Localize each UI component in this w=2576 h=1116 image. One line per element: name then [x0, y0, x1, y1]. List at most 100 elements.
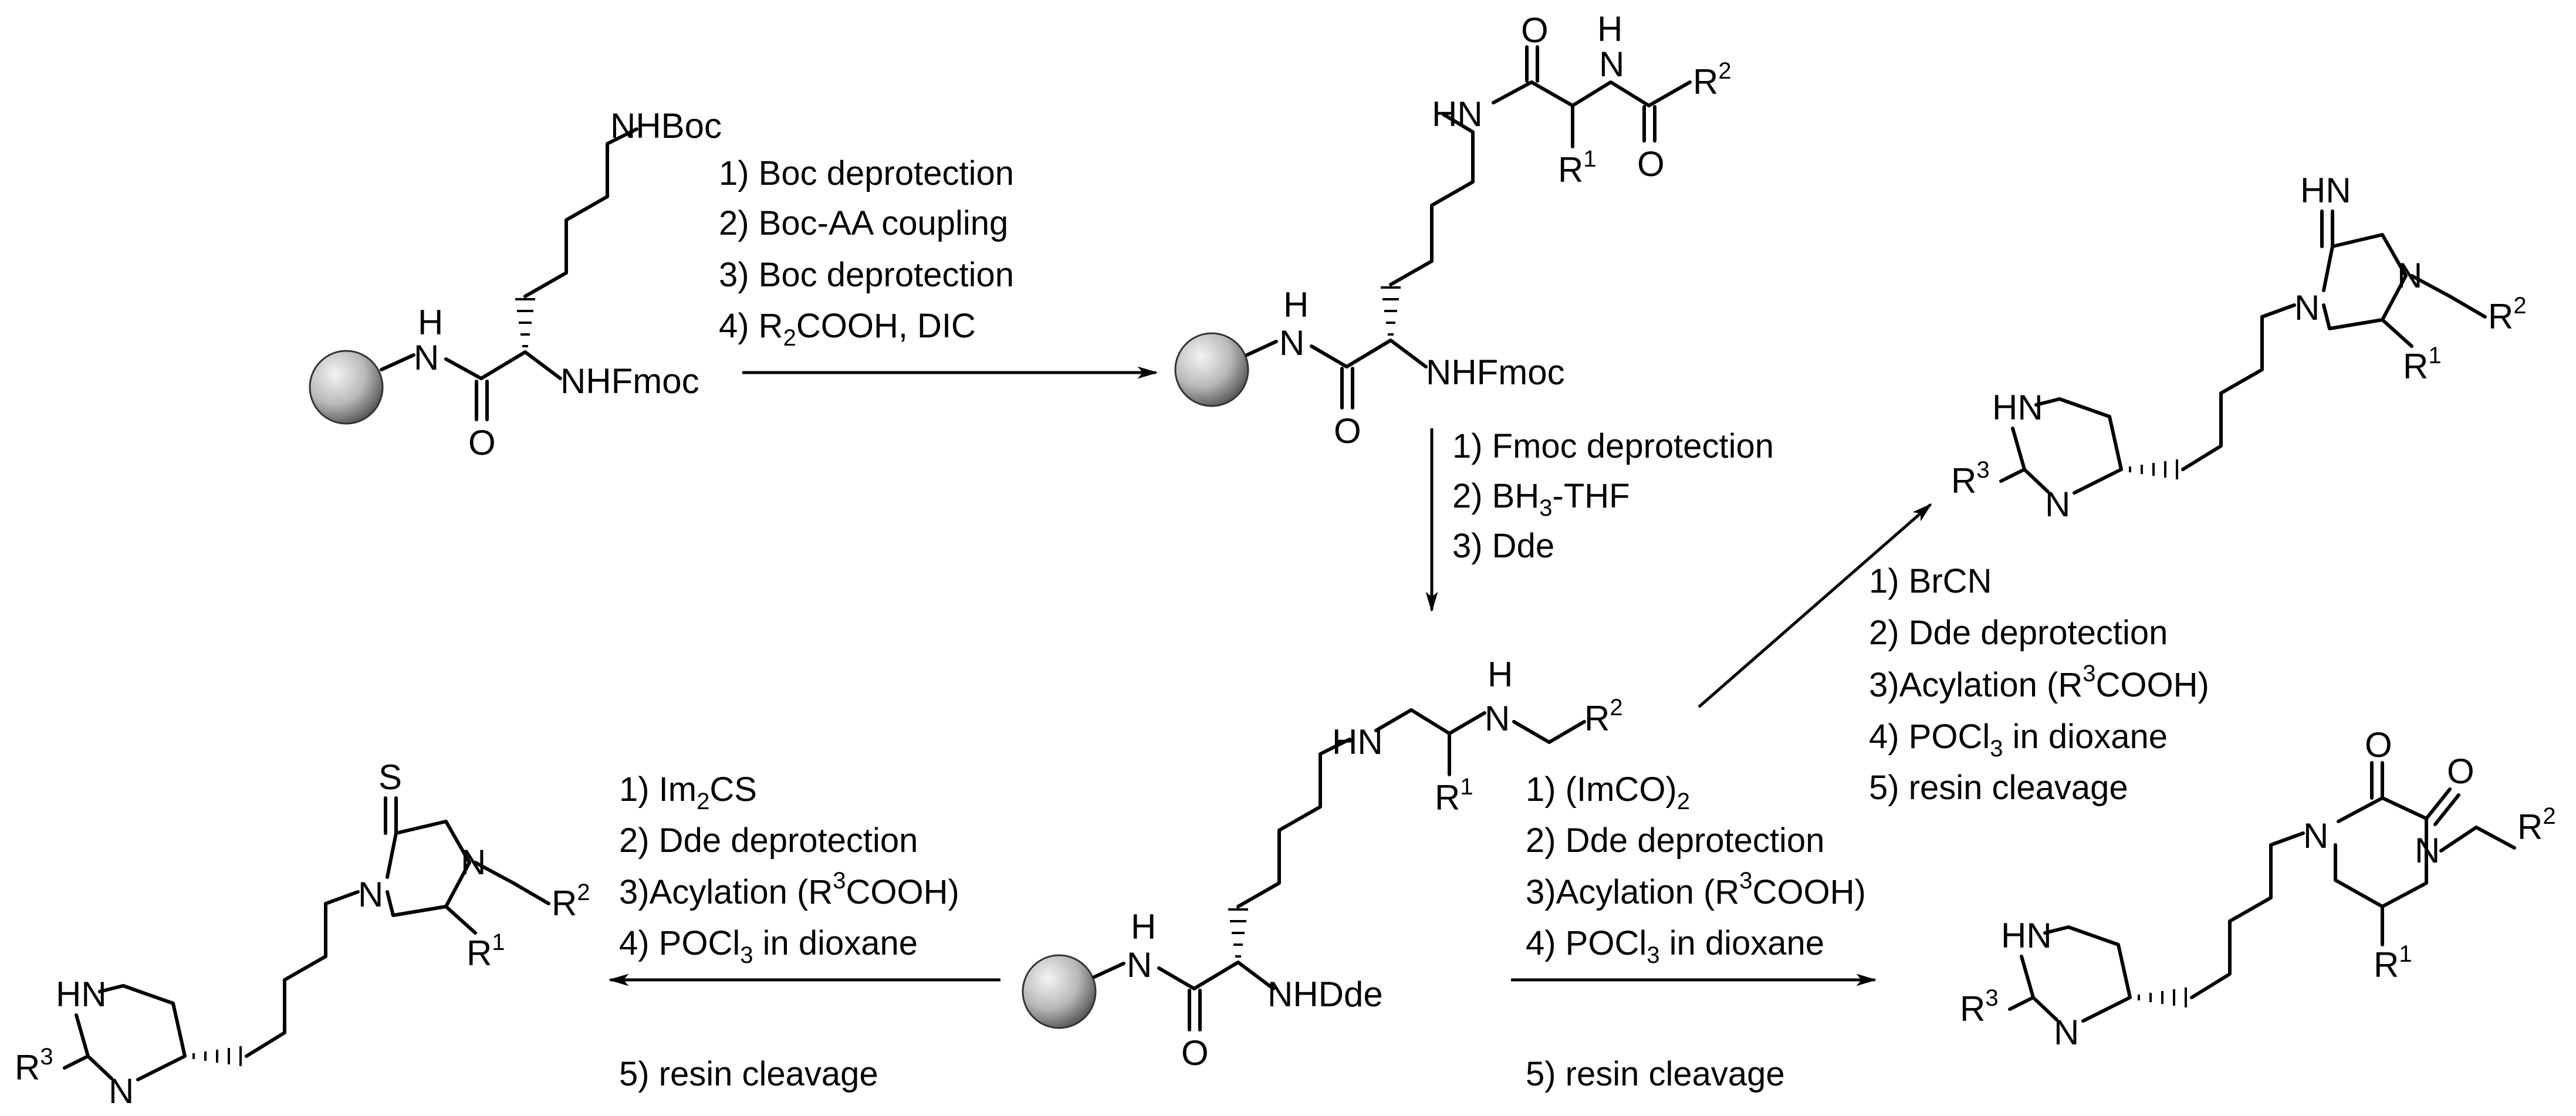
left-step-5: 5) resin cleavage [619, 1055, 878, 1093]
atom-i1-n: N [1279, 323, 1304, 363]
bond-i1-nh-co [1310, 339, 1428, 368]
atom-p1-n-ring: N [2045, 485, 2070, 524]
atom-i2-r1: R1 [1435, 774, 1473, 817]
atom-p1-r3: R3 [1951, 457, 1990, 500]
atom-i2-n: N [1127, 945, 1152, 985]
atom-p1-hn-imine: HN [2300, 171, 2351, 210]
bond-p3-linker [2190, 831, 2305, 999]
atom-i1-o-bottom: O [1637, 144, 1665, 184]
atom-p2-n1: N [358, 875, 383, 914]
upper-right-step-5: 5) resin cleavage [1869, 769, 2128, 807]
bond-i2-nh-co [1157, 961, 1275, 990]
bond-i2-sidechain [1236, 738, 1351, 908]
product-cyclic-thiourea: S HN N N N R3 R2 R1 [15, 757, 590, 1111]
resin-bead-start [309, 350, 384, 425]
bond-p1-r2-chain [2410, 274, 2487, 319]
bond-i2-r2-chain [1512, 720, 1586, 744]
bond-p3-co2-double [2433, 793, 2460, 826]
bond-p2-c2-n-double [87, 1056, 113, 1080]
upper-right-step-3: 3)Acylation (R3COOH) [1869, 661, 2209, 704]
atom-p3-n-ring: N [2054, 1013, 2079, 1052]
atom-p3-n4: N [2415, 831, 2440, 870]
top-step-1: 1) Boc deprotection [719, 154, 1014, 192]
bond-p1-ring-nh [2034, 397, 2061, 407]
atom-p1-n1: N [2294, 288, 2320, 327]
upper-right-step-2: 2) Dde deprotection [1869, 614, 2168, 652]
bond-p3-c2-r3 [2008, 996, 2035, 1011]
atom-start-h: H [418, 303, 443, 342]
bond-i1-sidechain [1389, 113, 1475, 286]
atom-i1-nh-top: H [1597, 9, 1622, 49]
atom-i2-o: O [1181, 1033, 1209, 1073]
bond-p3-co2 [2425, 787, 2452, 820]
bond-p2-imidazolidine [386, 820, 471, 917]
atom-i1-r2: R2 [1693, 58, 1732, 102]
bond-p2-r2-chain [474, 861, 550, 905]
atom-start-nhboc: NHBoc [610, 106, 722, 146]
bond-p1-c2-r3 [1999, 468, 2026, 483]
atom-p2-hn-ring: HN [56, 975, 107, 1014]
atom-p3-r1: R1 [2374, 941, 2412, 985]
top-step-3: 3) Boc deprotection [719, 256, 1014, 294]
resin-bead-intermediate-2 [1022, 954, 1097, 1029]
atom-start-nhfmoc: NHFmoc [560, 361, 699, 401]
atom-p1-n3: N [2397, 256, 2422, 295]
arrow-upper-right [1698, 503, 1932, 708]
hash-wedge-start [515, 298, 535, 347]
right-step-4: 4) POCl3 in dioxane [1526, 924, 1824, 968]
middle-step-conditions: 1) Fmoc deprotection 2) BH3-THF 3) Dde [1452, 427, 1774, 565]
intermediate-acylated-lysine: H N O NHFmoc HN O H N O R1 R2 [1174, 9, 1732, 451]
bond-p3-c2-n-double [2033, 997, 2058, 1022]
atom-i1-h: H [1283, 285, 1309, 324]
atom-i2-r2: R2 [1584, 695, 1623, 738]
atom-p1-hn-ring: HN [1992, 388, 2043, 427]
bond-p2-ring-nh [98, 984, 125, 993]
bond-p2-r1 [444, 905, 477, 935]
bond-start-nh-co [444, 357, 483, 380]
atom-p3-r2: R2 [2517, 803, 2556, 847]
atom-i2-h-top: H [1488, 655, 1513, 694]
atom-i2-hn: HN [1332, 722, 1383, 762]
right-step-1: 1) (ImCO)2 [1526, 770, 1690, 814]
atom-start-o: O [468, 423, 496, 462]
right-step-3: 3)Acylation (R3COOH) [1526, 868, 1866, 911]
middle-step-2: 2) BH3-THF [1452, 477, 1630, 521]
atom-i1-n-top: N [1599, 45, 1624, 84]
middle-step-1: 1) Fmoc deprotection [1452, 427, 1774, 465]
bond-p3-c2-n [2020, 955, 2035, 999]
atom-p2-n3: N [461, 843, 486, 882]
atom-p3-hn-ring: HN [2001, 916, 2052, 955]
atom-p2-r1: R1 [466, 929, 505, 973]
atom-i1-r1: R1 [1558, 146, 1597, 190]
top-step-conditions: 1) Boc deprotection 2) Boc-AA coupling 3… [719, 154, 1014, 351]
resin-bead-intermediate-1 [1174, 332, 1249, 407]
bond-p3-imidazoline [2067, 925, 2132, 1023]
bond-i1-backbone [1245, 340, 1278, 357]
right-step-conditions: 1) (ImCO)2 2) Dde deprotection 3)Acylati… [1526, 770, 1866, 1093]
middle-step-3: 3) Dde [1452, 527, 1554, 565]
atom-i2-nhdde: NHDde [1267, 975, 1383, 1014]
bond-p1-imidazoline [2058, 397, 2123, 495]
right-step-5: 5) resin cleavage [1526, 1055, 1785, 1093]
left-step-2: 2) Dde deprotection [619, 821, 918, 860]
atom-start-n: N [414, 338, 439, 377]
atom-p3-o1: O [2365, 725, 2392, 765]
bond-p1-c2-n-double [2024, 469, 2050, 493]
bond-p3-r2-chain [2439, 826, 2516, 853]
atom-p3-r3: R3 [1960, 985, 1999, 1029]
atom-p2-s: S [378, 757, 402, 797]
atom-p2-r2: R2 [552, 880, 590, 923]
atom-p3-n1: N [2303, 816, 2328, 855]
intermediate-reduced-diamine: H N O NHDde HN H N R1 R2 [1022, 655, 1623, 1073]
atom-i1-hn: HN [1432, 94, 1483, 134]
bond-p3-piperazine [2334, 796, 2428, 908]
top-step-4: 4) R2COOH, DIC [719, 307, 976, 351]
atom-p3-o2: O [2447, 752, 2474, 791]
bond-p3-ring-nh [2043, 925, 2070, 935]
bond-start-sidechain [523, 127, 638, 298]
bond-p2-linker [245, 890, 360, 1058]
bond-start-co-ca [479, 350, 562, 380]
atom-p1-r2: R2 [2488, 293, 2527, 336]
bond-p2-imidazoline [121, 984, 187, 1081]
